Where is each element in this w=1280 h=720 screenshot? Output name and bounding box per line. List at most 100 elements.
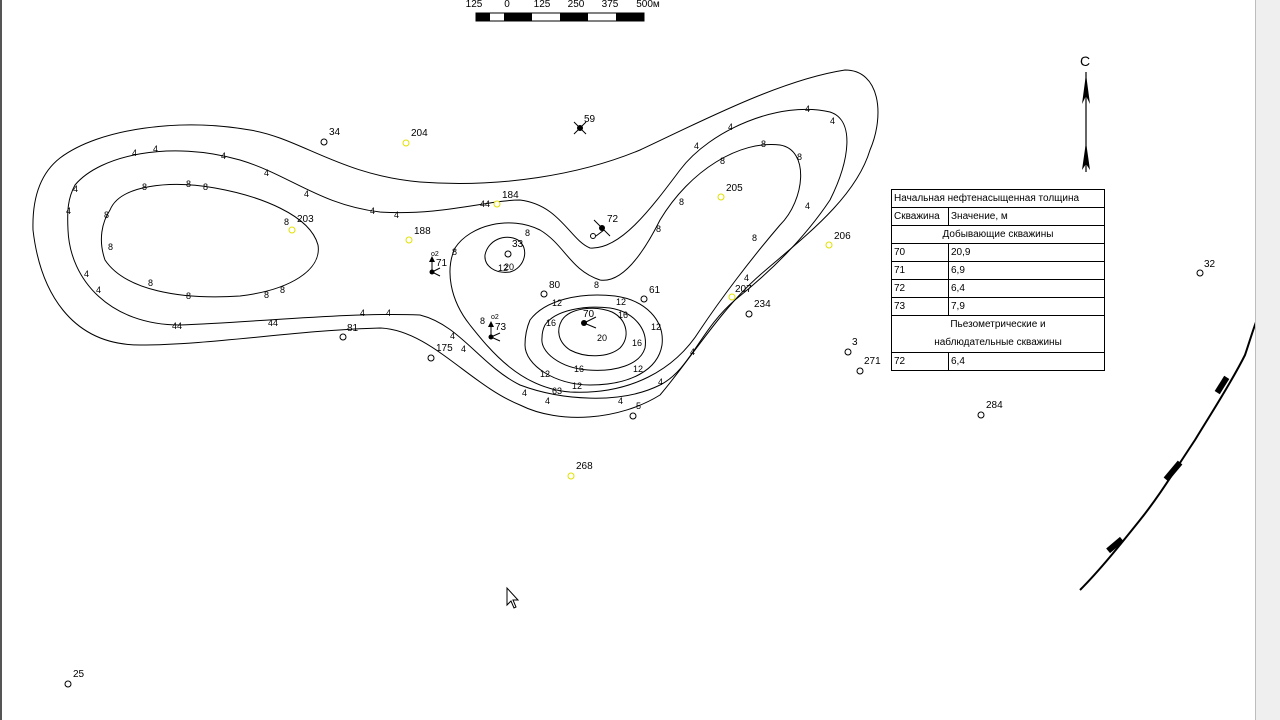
legend-value: 20,9 <box>948 243 1105 262</box>
table-row: 73 7,9 <box>891 297 1105 316</box>
well-label: 70 <box>583 309 595 320</box>
well-32[interactable]: 32 <box>1196 259 1216 277</box>
contour-label: 8 <box>594 280 599 290</box>
well-yellow-icon <box>405 236 413 244</box>
well-207[interactable]: 207 <box>728 284 752 301</box>
contour-label: 8 <box>761 139 766 149</box>
legend-header-value: Значение, м <box>948 207 1105 226</box>
contour-label: 8 <box>186 291 191 301</box>
well-label: 188 <box>414 226 431 237</box>
well-234[interactable]: 234 <box>745 299 771 318</box>
well-268[interactable]: 268 <box>567 461 593 480</box>
well-open-icon <box>1196 269 1204 277</box>
contour-label: 4 <box>805 104 810 114</box>
contour-label: 12 <box>498 263 508 273</box>
contour-label: 8 <box>186 179 191 189</box>
well-yellow-icon <box>825 241 833 249</box>
contour-label: 4 <box>461 344 466 354</box>
well-25[interactable]: 25 <box>64 669 85 688</box>
wells: 34 204 59 184 205 203 <box>64 114 1216 688</box>
well-producer-icon <box>590 219 611 239</box>
well-label: 32 <box>1204 259 1216 270</box>
contour-label: 4 <box>370 206 375 216</box>
contour-label: 4 <box>264 168 269 178</box>
well-284[interactable]: 284 <box>977 400 1003 419</box>
well-label: 3 <box>852 337 858 348</box>
well-label: 268 <box>576 461 593 472</box>
legend-section-observation-line2: наблюдательные скважины <box>934 337 1062 348</box>
vertical-scrollbar[interactable] <box>1255 0 1280 720</box>
contour-label: 8 <box>280 285 285 295</box>
well-label: 34 <box>329 127 341 138</box>
legend-well: 72 <box>891 279 949 298</box>
well-label: 25 <box>73 669 85 680</box>
well-34[interactable]: 34 <box>320 127 341 146</box>
contour-label: 20 <box>597 333 607 343</box>
scale-label: 125 <box>466 0 483 10</box>
contour-label: 8 <box>720 156 725 166</box>
well-81[interactable]: 81 <box>339 323 359 341</box>
well-marker-label: o2 <box>431 251 439 258</box>
well-label: 203 <box>297 214 314 225</box>
well-203[interactable]: 203 <box>288 214 314 234</box>
contour-4 <box>67 108 848 399</box>
map-frame-left-edge <box>0 0 2 720</box>
legend-header-well: Скважина <box>891 207 949 226</box>
well-70[interactable]: 70 <box>581 309 597 329</box>
contour-label: 8 <box>656 224 661 234</box>
contour-label: 4 <box>394 210 399 220</box>
contour-lines <box>32 69 879 418</box>
well-marker-label: o2 <box>491 314 499 321</box>
well-61[interactable]: 61 <box>640 285 661 303</box>
well-label: 80 <box>549 280 561 291</box>
legend-section-observation: Пьезометрические и наблюдательные скважи… <box>891 315 1105 353</box>
well-204[interactable]: 204 <box>402 128 428 147</box>
legend-well: 70 <box>891 243 949 262</box>
well-205[interactable]: 205 <box>717 183 743 201</box>
contour-label: 8 <box>108 242 113 252</box>
contour-label: 8 <box>264 290 269 300</box>
well-33[interactable]: 33 <box>504 239 524 258</box>
well-3[interactable]: 3 <box>844 337 858 356</box>
contour-label: 8 <box>142 182 147 192</box>
contour-label: 4 <box>360 308 365 318</box>
well-59[interactable]: 59 <box>573 114 596 135</box>
contour-label: 4 <box>221 151 226 161</box>
well-label: 207 <box>735 284 752 295</box>
well-206[interactable]: 206 <box>825 231 851 249</box>
contour-label: 8 <box>752 233 757 243</box>
table-row: 72 6,4 <box>891 279 1105 298</box>
well-label: 71 <box>436 258 448 269</box>
contour-label: 12 <box>552 298 562 308</box>
well-71[interactable]: o2 71 <box>429 251 448 277</box>
well-188[interactable]: 188 <box>405 226 431 244</box>
contour-label: 4 <box>96 285 101 295</box>
well-label: 72 <box>607 214 619 225</box>
well-open-icon[interactable] <box>629 412 637 420</box>
contour-small-33 <box>484 236 526 273</box>
well-73[interactable]: o2 73 <box>488 314 507 342</box>
legend-value: 6,9 <box>948 261 1105 280</box>
legend-title: Начальная нефтенасыщенная толщина <box>891 189 1105 208</box>
contour-label: 16 <box>632 338 642 348</box>
well-175[interactable]: 175 <box>427 343 453 362</box>
well-producer-icon <box>581 316 597 329</box>
well-open-icon <box>504 250 512 258</box>
contour-label: 8 <box>797 152 802 162</box>
legend-value: 6,4 <box>948 352 1105 371</box>
well-label: 206 <box>834 231 851 242</box>
scale-label: 250 <box>568 0 585 10</box>
well-yellow-icon <box>402 139 410 147</box>
mouse-cursor-icon <box>506 586 520 609</box>
scale-label: 125 <box>534 0 551 10</box>
contour-label: 4 <box>805 201 810 211</box>
well-184[interactable]: 184 <box>493 190 519 208</box>
well-open-icon <box>540 290 548 298</box>
contour-label: 16 <box>574 364 584 374</box>
well-271[interactable]: 271 <box>856 356 881 375</box>
well-80[interactable]: 80 <box>540 280 561 298</box>
well-label: 59 <box>584 114 596 125</box>
well-label: 284 <box>986 400 1003 411</box>
well-72[interactable]: 72 <box>590 214 619 239</box>
